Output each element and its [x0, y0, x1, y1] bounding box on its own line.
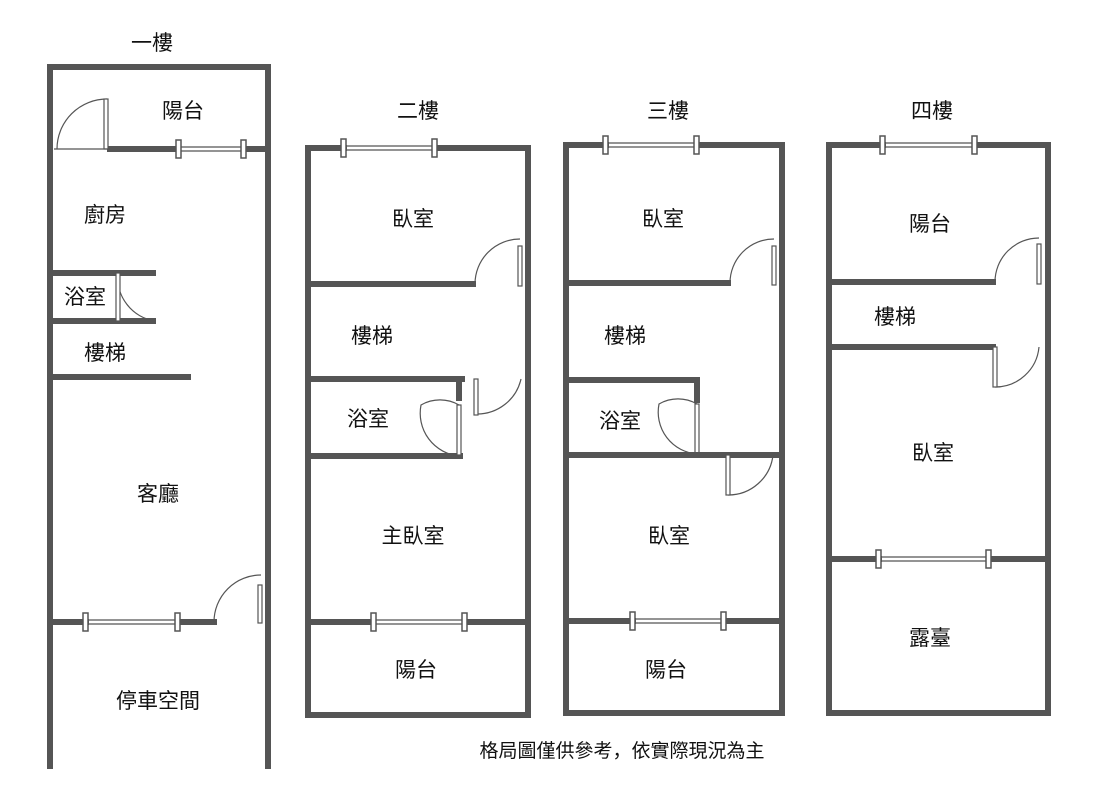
floor-3-room-label: 臥室 — [648, 524, 690, 548]
floor-1-bathroom-door-leaf — [115, 272, 121, 322]
floor-3-bedroom-door-swing — [729, 238, 775, 284]
floor-3-plan: 三樓 臥室 樓梯 浴室 臥室 陽台 — [563, 99, 785, 716]
floor-3-bedroom-door-leaf — [771, 245, 777, 286]
floor-3-room-label: 陽台 — [645, 658, 687, 682]
floor-1-garage-door-swing — [213, 574, 262, 623]
floor-4-terrace-window-jamb — [875, 549, 882, 569]
floor-1-title: 一樓 — [131, 31, 173, 55]
floor-4-plan: 四樓 陽台 樓梯 臥室 露臺 — [826, 99, 1051, 716]
floor-3-bedroom2-door-leaf — [725, 454, 731, 496]
floor-1-room-label: 陽台 — [162, 99, 204, 123]
floor-3-window-jamb — [602, 135, 609, 155]
floor-4-room-label: 露臺 — [909, 626, 951, 650]
floor-2-balcony-window-jamb — [461, 612, 468, 632]
floor-3-window-jamb — [693, 135, 700, 155]
floor-2-title: 二樓 — [397, 99, 439, 123]
floor-3-room-label: 樓梯 — [604, 324, 646, 348]
floor-2-stair-door-swing — [475, 378, 522, 415]
floor-4-room-label: 臥室 — [912, 441, 954, 465]
floor-1-room-label: 樓梯 — [84, 341, 126, 365]
floor-4-stair-door-swing — [994, 346, 1040, 388]
floor-1-room-label: 客廳 — [137, 482, 179, 506]
floor-2-room-label: 浴室 — [347, 407, 389, 431]
floor-2-window-jamb — [340, 138, 347, 158]
floor-1-room-label: 浴室 — [64, 285, 106, 309]
floor-1-garage-door-leaf — [257, 584, 263, 624]
floor-2-bedroom-door-leaf — [517, 245, 523, 287]
floor-1-balcony-door-swing — [56, 98, 108, 150]
floor-2-bathroom-door-leaf — [456, 404, 462, 456]
floor-2-room-label: 陽台 — [395, 658, 437, 682]
floor-2-bedroom-door-swing — [474, 238, 521, 285]
floor-2-room-label: 臥室 — [392, 207, 434, 231]
floor-3-room-label: 臥室 — [642, 207, 684, 231]
floor-4-window-jamb — [879, 135, 886, 155]
floor-2-balcony-window-jamb — [370, 612, 377, 632]
floor-3-room-label: 浴室 — [599, 409, 641, 433]
floor-1-garage-window-jamb — [82, 612, 89, 632]
floor-1-window-jamb — [240, 139, 247, 159]
floor-3-bathroom-door-leaf — [694, 403, 700, 455]
floor-2-bathroom-door-swing — [419, 399, 460, 457]
floor-1-room-label: 廚房 — [84, 203, 126, 227]
floor-3-balcony-window-jamb — [720, 611, 727, 631]
floor-4-terrace-window-jamb — [985, 549, 992, 569]
floor-2-room-label: 樓梯 — [351, 324, 393, 348]
floor-4-window-jamb — [971, 135, 978, 155]
floor-1-window-jamb — [175, 139, 182, 159]
floor-2-room-label: 主臥室 — [382, 524, 445, 548]
floor-3-bathroom-door-swing — [657, 398, 698, 455]
disclaimer-note: 格局圖僅供參考，依實際現況為主 — [479, 740, 764, 762]
floor-3-balcony-window-jamb — [629, 611, 636, 631]
floor-3-title: 三樓 — [647, 99, 689, 123]
floor-4-balcony-door-leaf — [1036, 243, 1042, 285]
floor-4-room-label: 陽台 — [909, 212, 951, 236]
floor-4-title: 四樓 — [911, 99, 953, 123]
floor-1-balcony-door-leaf — [103, 98, 109, 150]
floor-4-stair-door-leaf — [992, 346, 998, 388]
floor-4-balcony-door-swing — [994, 237, 1040, 283]
floor-1-plan: 一樓 陽台 廚房 浴室 樓梯 客廳 — [47, 31, 271, 769]
floor-1-garage-window-jamb — [174, 612, 181, 632]
floor-4-room-label: 樓梯 — [874, 305, 916, 329]
floor-1-room-label: 停車空間 — [116, 689, 200, 713]
floor-2-stair-door-leaf — [473, 378, 479, 416]
floor-1-bathroom-door-swing — [117, 272, 156, 322]
floor-3-bedroom2-door-swing — [727, 454, 774, 496]
floor-2-plan: 二樓 臥室 樓梯 浴室 主臥室 陽台 — [305, 99, 531, 718]
floor-2-window-jamb — [431, 138, 438, 158]
